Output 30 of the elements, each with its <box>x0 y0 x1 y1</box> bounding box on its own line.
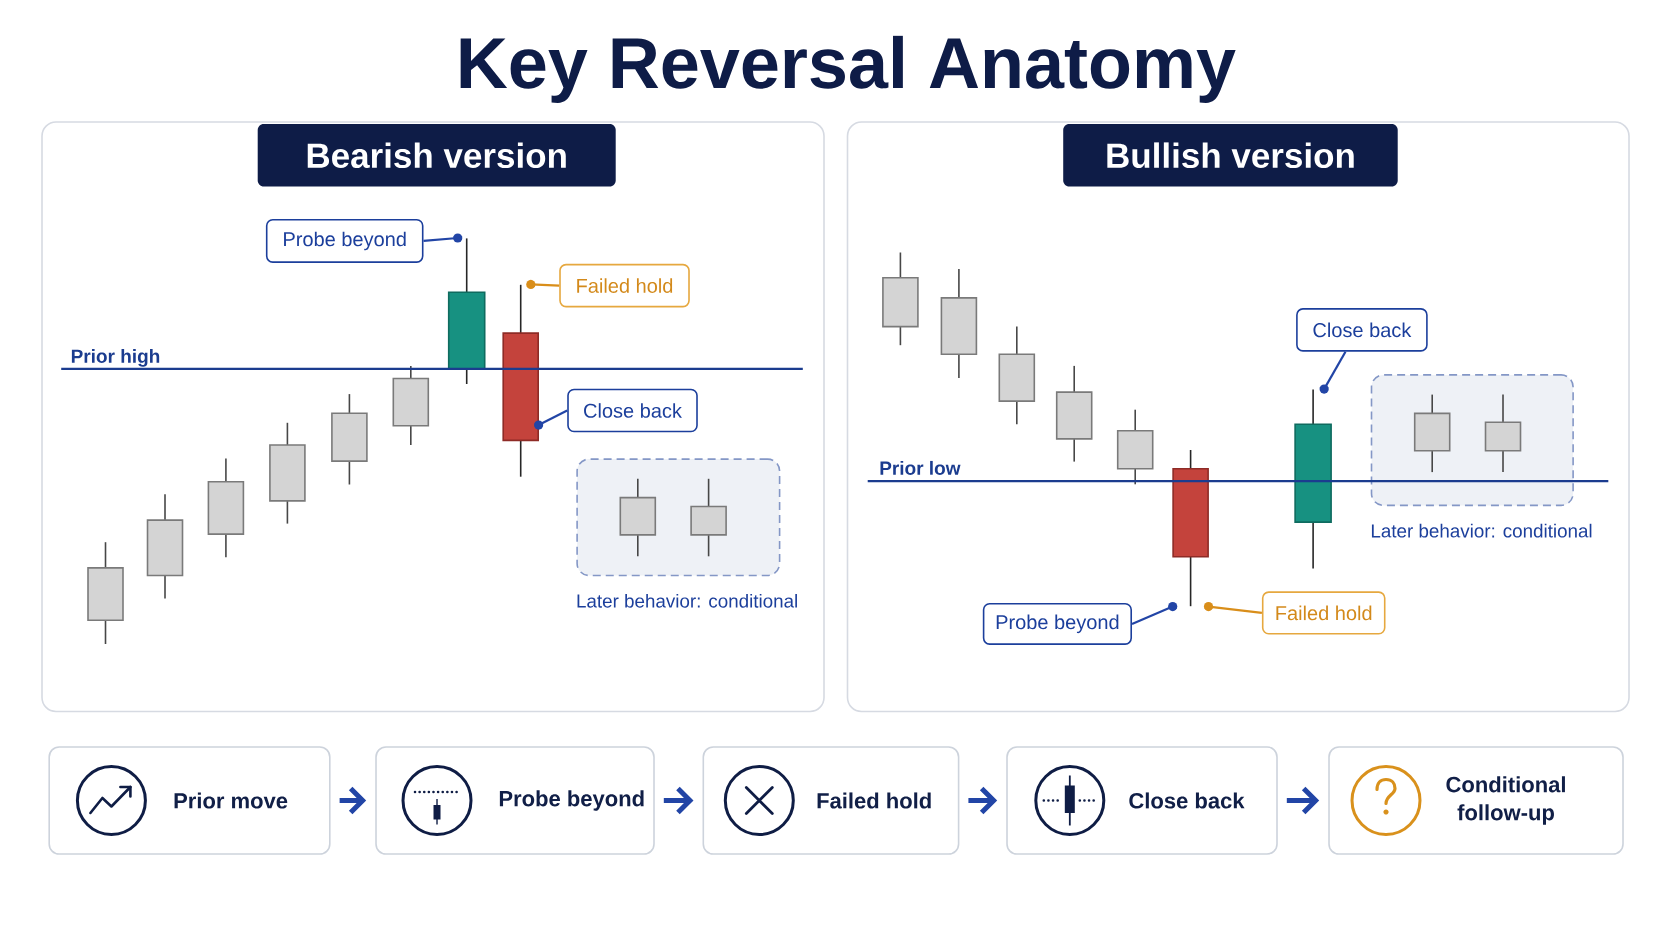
candlestick <box>502 284 539 478</box>
callout-box: Close back <box>1296 308 1428 352</box>
step-box: Prior move <box>48 746 331 855</box>
candlestick <box>447 237 486 385</box>
callout-box: Probe beyond <box>982 602 1132 645</box>
step-box: Close back <box>1006 746 1278 855</box>
title-banner: Bearish version <box>257 124 616 187</box>
title: Key Reversal Anatomy <box>460 35 1236 103</box>
callout-box: Failed hold <box>559 263 690 308</box>
callout-box: Failed hold <box>1261 591 1386 635</box>
line-label: Prior low <box>880 460 961 475</box>
callout-box: Probe beyond <box>265 219 424 263</box>
step-box: Conditional follow-up <box>1328 746 1624 855</box>
leader-line <box>423 233 463 243</box>
leader-line <box>1319 351 1347 394</box>
leader-line <box>526 279 560 289</box>
candlestick <box>1294 388 1332 570</box>
candlestick <box>1172 449 1209 607</box>
node-label: Later behavior: conditional <box>577 593 797 608</box>
leader-line <box>534 409 568 430</box>
leader-line <box>1131 602 1178 625</box>
title-banner: Bullish version <box>1063 124 1398 187</box>
callout-box: Close back <box>567 388 698 433</box>
dashed-box: Later behavior: conditional <box>1370 374 1592 538</box>
leader-line <box>1203 602 1263 615</box>
step-box: Failed hold <box>702 746 960 855</box>
step-box: Probe beyond <box>375 746 655 855</box>
line-label: Prior high <box>71 349 160 367</box>
node-label: Later behavior: conditional <box>1371 523 1592 538</box>
arrow <box>1286 786 1320 815</box>
